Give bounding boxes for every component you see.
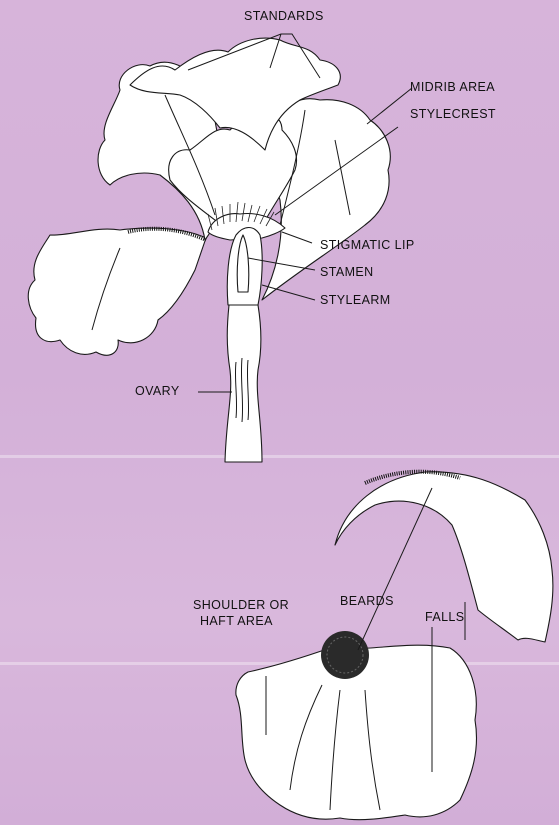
- label-stigmatic-lip: STIGMATIC LIP: [320, 238, 415, 254]
- ovary: [225, 305, 262, 462]
- label-ovary: OVARY: [135, 384, 180, 400]
- leader-beards: [358, 488, 432, 650]
- left-fall-petal: [28, 228, 206, 355]
- leader-midrib: [367, 88, 412, 124]
- beard-tuft: [321, 631, 369, 679]
- label-shoulder-line2: HAFT AREA: [200, 614, 273, 630]
- label-shoulder-line1: SHOULDER OR: [193, 598, 289, 614]
- label-beards: BEARDS: [340, 594, 394, 610]
- label-standards: STANDARDS: [244, 9, 324, 25]
- label-midrib-area: MIDRIB AREA: [410, 80, 495, 96]
- label-stylecrest: STYLECREST: [410, 107, 496, 123]
- label-stylearm: STYLEARM: [320, 293, 391, 309]
- label-stamen: STAMEN: [320, 265, 374, 281]
- label-falls: FALLS: [425, 610, 465, 626]
